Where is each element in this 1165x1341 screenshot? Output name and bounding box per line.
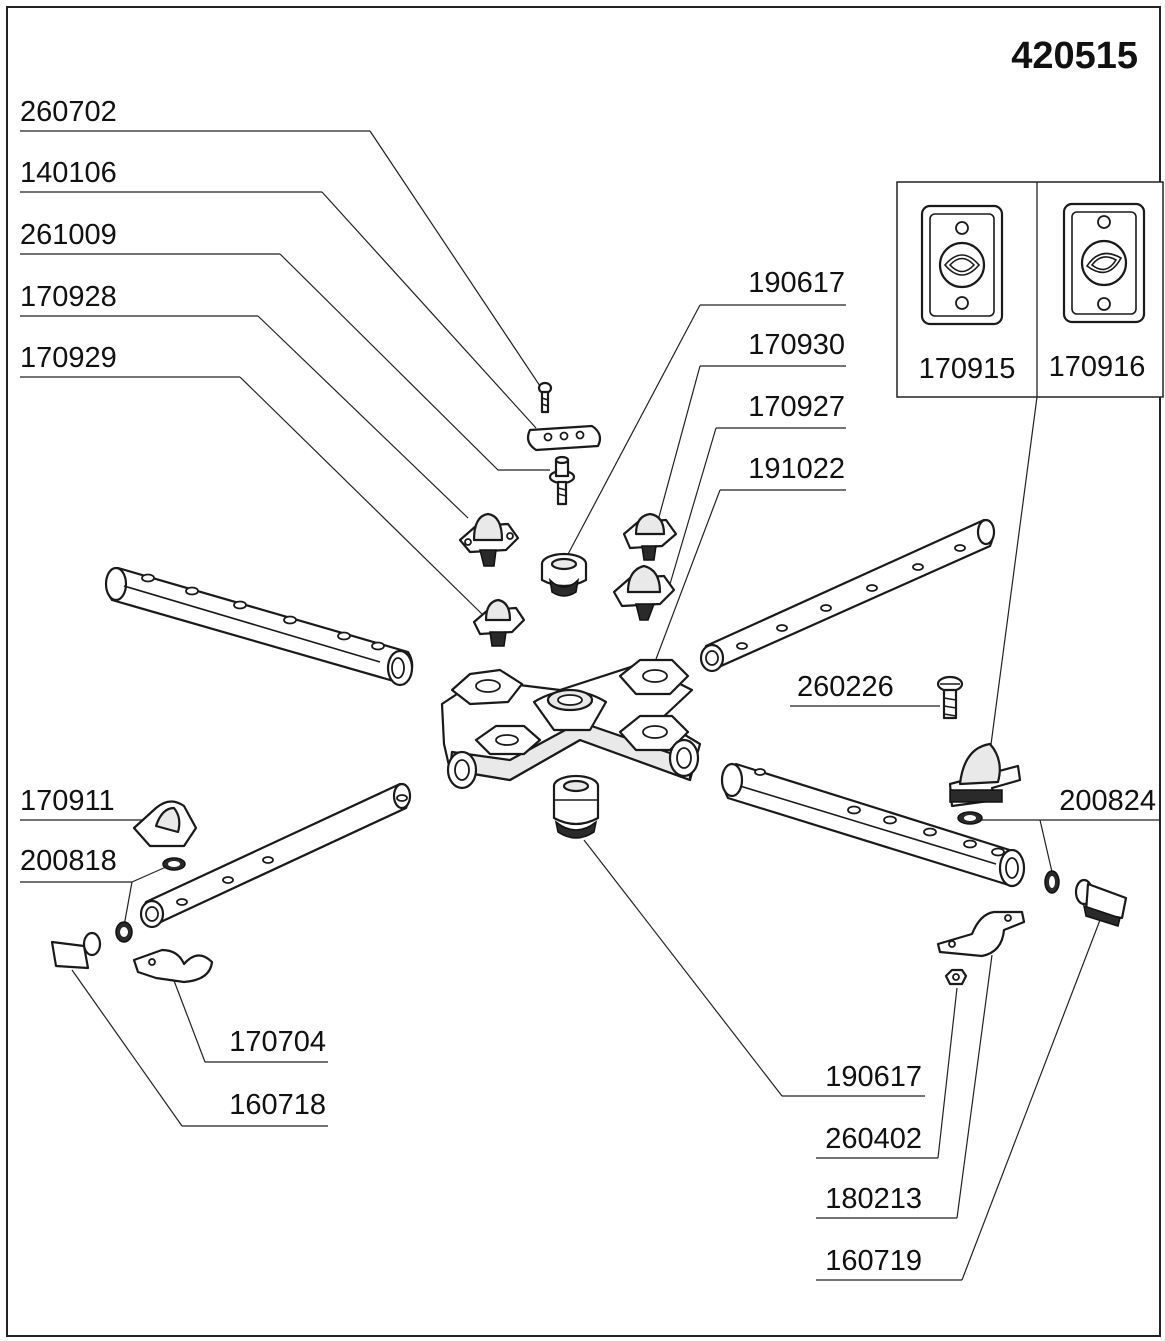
bracket-170911-icon (132, 800, 198, 848)
label-200818: 200818 (20, 845, 117, 877)
label-170927: 170927 (748, 391, 845, 423)
callout-260402: 260402 (816, 987, 958, 1159)
label-170916: 170916 (1049, 351, 1146, 383)
screw-261009-icon (548, 455, 576, 506)
label-160719: 160719 (825, 1245, 922, 1277)
nut-260402-icon (944, 968, 968, 986)
clamp-bracket-right-icon (948, 742, 1022, 808)
label-190617-top: 190617 (748, 267, 845, 299)
label-260402: 260402 (825, 1123, 922, 1155)
o-ring-200824b-icon (1044, 870, 1060, 894)
nut-190617-top-icon (540, 552, 588, 597)
callout-170929: 170929 (20, 342, 485, 617)
callout-260226: 260226 (790, 671, 940, 707)
label-140106: 140106 (20, 157, 117, 189)
nozzle-170928-icon (458, 512, 520, 567)
o-ring-200824-icon (957, 811, 983, 825)
label-260226: 260226 (797, 671, 894, 703)
nozzle-170930-icon (622, 512, 678, 561)
spray-arm-upper-left-icon (104, 566, 414, 687)
label-260702: 260702 (20, 96, 117, 128)
callout-170927: 170927 (669, 391, 846, 585)
label-200824: 200824 (1059, 785, 1156, 817)
callout-140106: 140106 (20, 157, 537, 429)
label-191022: 191022 (748, 453, 845, 485)
spray-arm-lower-left-icon (139, 782, 412, 929)
hub-191022-icon (440, 658, 702, 790)
screw-260702-icon (537, 381, 553, 414)
screw-260226-icon (936, 675, 964, 720)
spray-arm-lower-right-icon (720, 762, 1026, 888)
label-170704: 170704 (229, 1026, 326, 1058)
callout-190617-bottom: 190617 (583, 839, 925, 1097)
label-170929: 170929 (20, 342, 117, 374)
callout-170928: 170928 (20, 281, 469, 519)
plate-170916-icon (1062, 202, 1146, 324)
callout-261009: 261009 (20, 219, 550, 471)
callout-170704: 170704 (172, 977, 328, 1063)
label-190617-bottom: 190617 (825, 1061, 922, 1093)
callout-160719: 160719 (816, 919, 1101, 1281)
label-170911: 170911 (20, 785, 115, 817)
spray-arm-upper-right-icon (699, 518, 996, 673)
drawing-number: 420515 (1011, 35, 1138, 77)
label-160718: 160718 (229, 1089, 326, 1121)
label-170915: 170915 (919, 353, 1016, 385)
callout-200818: 200818 (20, 845, 167, 927)
nut-190617-bottom-icon (552, 774, 600, 839)
clip-180213-icon (936, 910, 1026, 958)
o-ring-200818-icon (115, 857, 186, 943)
end-plug-160719-icon (1074, 878, 1128, 927)
callout-170911: 170911 (20, 785, 168, 821)
nozzle-170927-icon (612, 564, 676, 621)
callout-180213: 180213 (816, 954, 993, 1219)
callout-190617-top: 190617 (565, 267, 846, 559)
inset-panel: 170915 170916 (896, 181, 1164, 753)
callout-260702: 260702 (20, 96, 541, 387)
label-180213: 180213 (825, 1183, 922, 1215)
strip-plate-140106-icon (526, 424, 602, 452)
clip-170704-icon (132, 948, 214, 984)
label-170928: 170928 (20, 281, 117, 313)
label-170930: 170930 (748, 329, 845, 361)
callout-160718: 160718 (71, 969, 328, 1127)
callout-191022: 191022 (649, 453, 846, 676)
callout-200824: 200824 (982, 785, 1160, 873)
plate-170915-icon (920, 204, 1004, 326)
callout-170930: 170930 (655, 329, 846, 529)
end-plug-160718-icon (50, 931, 102, 970)
nozzle-170929-icon (472, 598, 526, 647)
label-261009: 261009 (20, 219, 117, 251)
